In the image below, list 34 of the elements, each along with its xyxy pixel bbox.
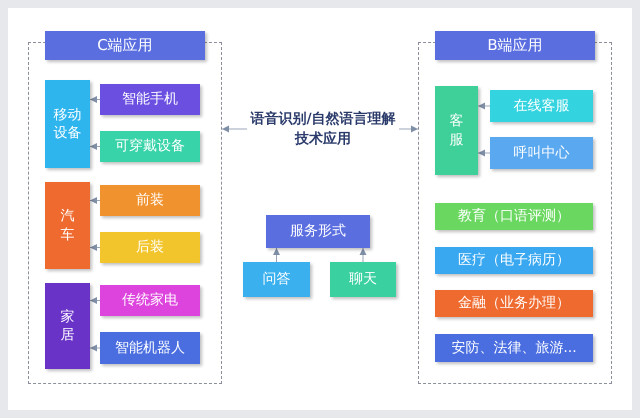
arrow: [90, 244, 100, 251]
item-box: 安防、法律、旅游...: [435, 334, 593, 362]
item-box: 呼叫中心: [490, 137, 593, 169]
item-box: 后装: [100, 232, 200, 263]
item-box: 前装: [100, 185, 200, 216]
arrow: [398, 126, 418, 132]
item-box: 传统家电: [100, 285, 200, 316]
item-box: 问答: [243, 262, 310, 297]
arrow: [360, 248, 366, 262]
item-box: 智能机器人: [100, 332, 200, 364]
category-box: 家居: [45, 283, 90, 369]
arrow: [478, 102, 490, 110]
item-box: 金融（业务办理）: [435, 290, 593, 317]
item-box: 服务形式: [266, 215, 370, 248]
item-box: 教育（口语评测）: [435, 203, 593, 230]
panel-title: B端应用: [435, 31, 595, 60]
arrow: [273, 248, 280, 262]
arrow: [90, 143, 100, 150]
category-box: 汽车: [45, 182, 90, 269]
category-box: 移动设备: [45, 80, 90, 168]
arrow: [90, 197, 100, 204]
item-box: 医疗（电子病历）: [435, 247, 593, 274]
item-box: 智能手机: [100, 84, 200, 115]
node-label: 语音识别/自然语言理解技术应用: [249, 110, 397, 149]
arrow: [90, 344, 100, 352]
arrow: [222, 126, 248, 132]
item-box: 可穿戴设备: [100, 131, 200, 162]
category-box: 客服: [435, 86, 478, 175]
panel-title: C端应用: [45, 31, 205, 60]
item-box: 聊天: [330, 262, 396, 297]
item-box: 在线客服: [490, 90, 593, 122]
arrow: [478, 150, 490, 156]
arrow: [90, 96, 100, 103]
arrow: [90, 297, 100, 304]
